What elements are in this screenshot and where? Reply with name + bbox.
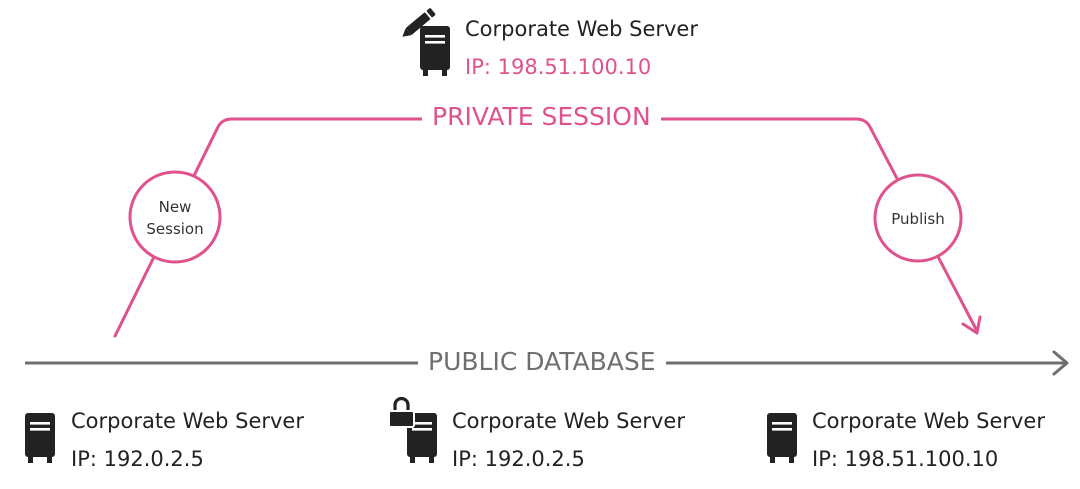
public-server-3-icon xyxy=(767,413,797,463)
public-server-3-label: Corporate Web Server IP: 198.51.100.10 xyxy=(812,408,1045,472)
server-name: Corporate Web Server xyxy=(812,409,1045,433)
publish-circle xyxy=(873,173,963,263)
public-server-1-icon xyxy=(25,413,55,463)
server-name: Corporate Web Server xyxy=(452,409,685,433)
public-server-1-label: Corporate Web Server IP: 192.0.2.5 xyxy=(71,408,304,472)
lock-icon xyxy=(388,396,415,428)
public-track-arrowhead xyxy=(1052,350,1069,376)
private-session-path xyxy=(113,117,979,338)
server-name: Corporate Web Server xyxy=(465,17,698,41)
public-server-2-label: Corporate Web Server IP: 192.0.2.5 xyxy=(452,408,685,472)
server-name: Corporate Web Server xyxy=(71,409,304,433)
publish-arrowhead xyxy=(961,315,982,335)
pencil-icon xyxy=(402,8,436,37)
new-session-line1: New xyxy=(158,198,192,216)
server-ip: IP: 192.0.2.5 xyxy=(71,447,204,471)
new-session-line2: Session xyxy=(146,220,204,238)
server-ip: IP: 198.51.100.10 xyxy=(465,55,652,79)
publish-step: Publish xyxy=(891,210,945,228)
server-ip: IP: 198.51.100.10 xyxy=(812,447,999,471)
private-server-label: Corporate Web Server IP: 198.51.100.10 xyxy=(465,16,698,80)
server-ip: IP: 192.0.2.5 xyxy=(452,447,585,471)
private-session-label: PRIVATE SESSION xyxy=(422,102,661,132)
private-server-icon xyxy=(420,26,450,76)
new-session-step: New Session xyxy=(146,196,203,240)
new-session-circle xyxy=(128,170,222,264)
public-database-label: PUBLIC DATABASE xyxy=(418,347,666,377)
